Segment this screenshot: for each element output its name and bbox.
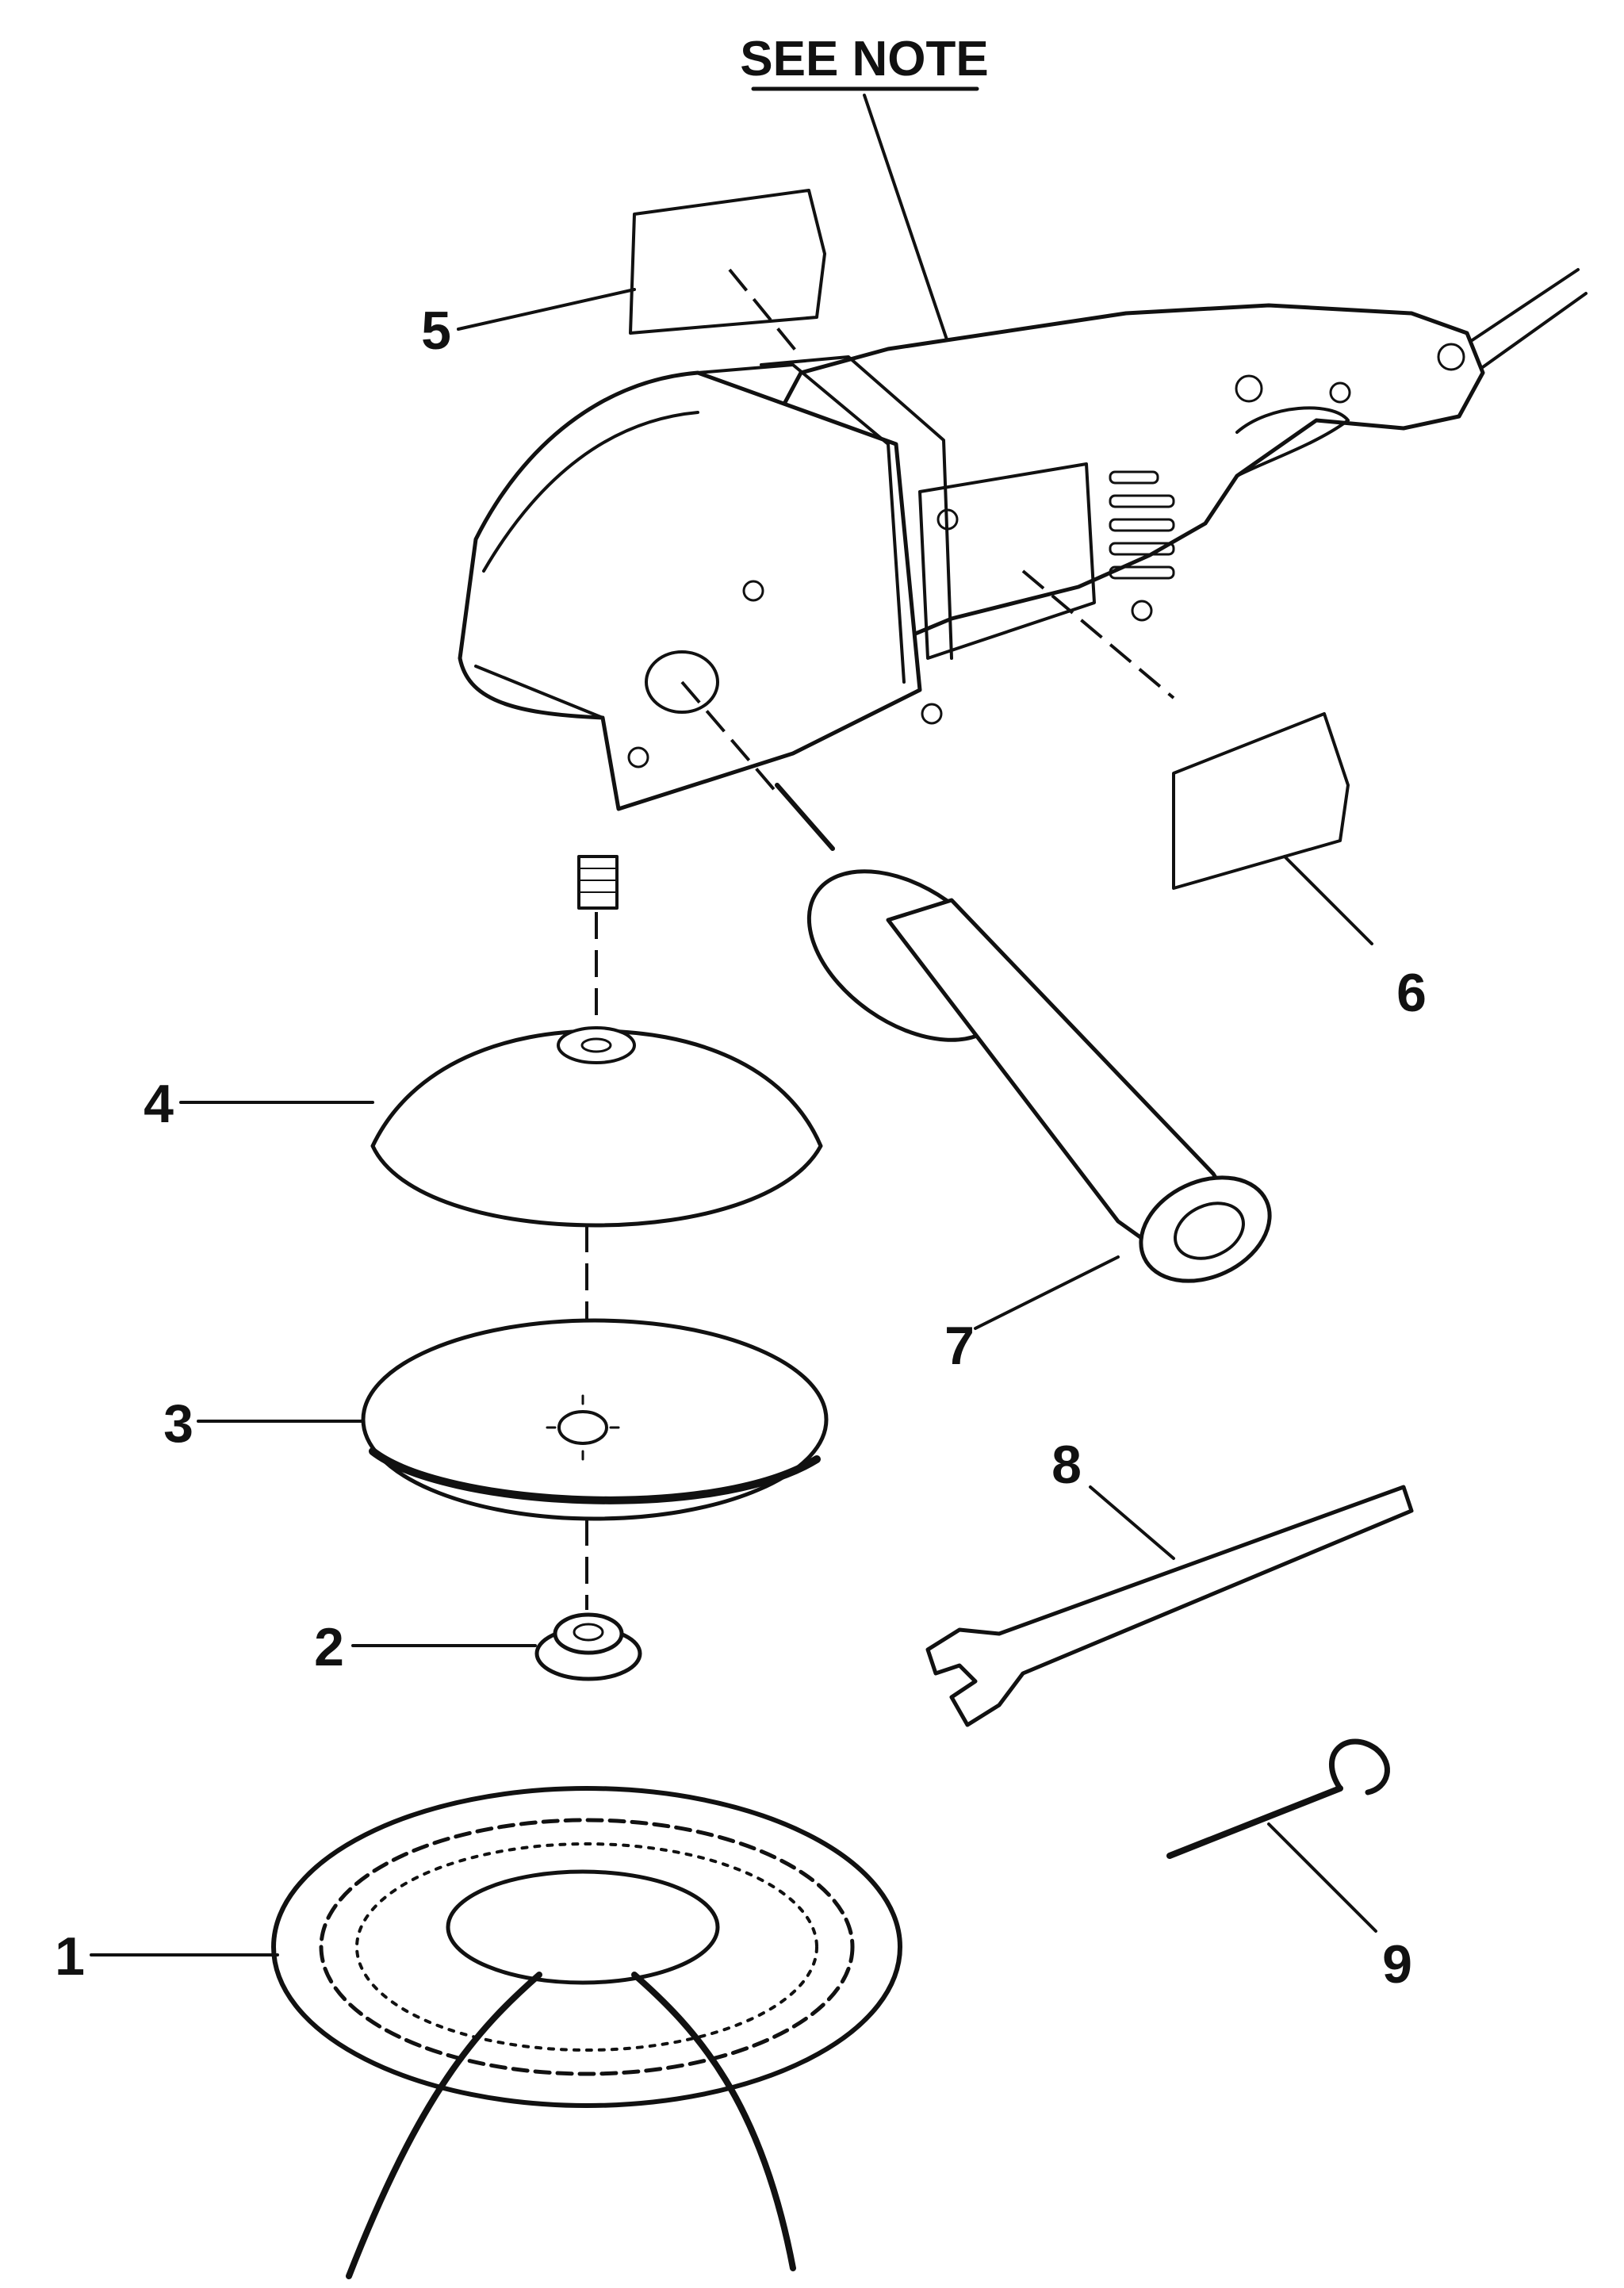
polisher-tool-body <box>458 268 1588 910</box>
callout-7: 7 <box>944 1316 975 1376</box>
vent-slots <box>1109 470 1175 580</box>
see-note-leader <box>863 94 952 351</box>
leader-5 <box>457 288 636 331</box>
callout-2: 2 <box>314 1617 344 1677</box>
spanner-wrench-part <box>925 1485 1414 1727</box>
leader-7 <box>974 1255 1120 1330</box>
callout-6: 6 <box>1396 963 1427 1023</box>
leader-9 <box>1267 1822 1377 1933</box>
see-note-label: SEE NOTE <box>740 32 989 351</box>
callout-leaders <box>90 288 1377 1956</box>
spindle-nut-part <box>534 1612 642 1681</box>
leader-8 <box>1089 1485 1175 1560</box>
callout-3: 3 <box>163 1393 193 1454</box>
leader-6 <box>1283 855 1373 945</box>
callout-numbers: 1 2 3 4 5 6 7 8 9 <box>55 301 1427 1995</box>
pin-wrench-part <box>1166 1738 1390 1859</box>
backing-pad-part <box>370 912 823 1228</box>
side-handle-part <box>680 680 1272 1283</box>
label-top-part <box>629 189 826 358</box>
callout-5: 5 <box>421 301 451 361</box>
callout-1: 1 <box>55 1926 85 1987</box>
sanding-disc-part <box>361 1225 829 1610</box>
callout-4: 4 <box>144 1074 174 1134</box>
callout-8: 8 <box>1051 1435 1082 1495</box>
polishing-bonnet-part <box>271 1786 902 2279</box>
see-note-text: SEE NOTE <box>740 32 989 86</box>
label-side-part <box>1021 569 1350 890</box>
callout-9: 9 <box>1382 1934 1412 1995</box>
